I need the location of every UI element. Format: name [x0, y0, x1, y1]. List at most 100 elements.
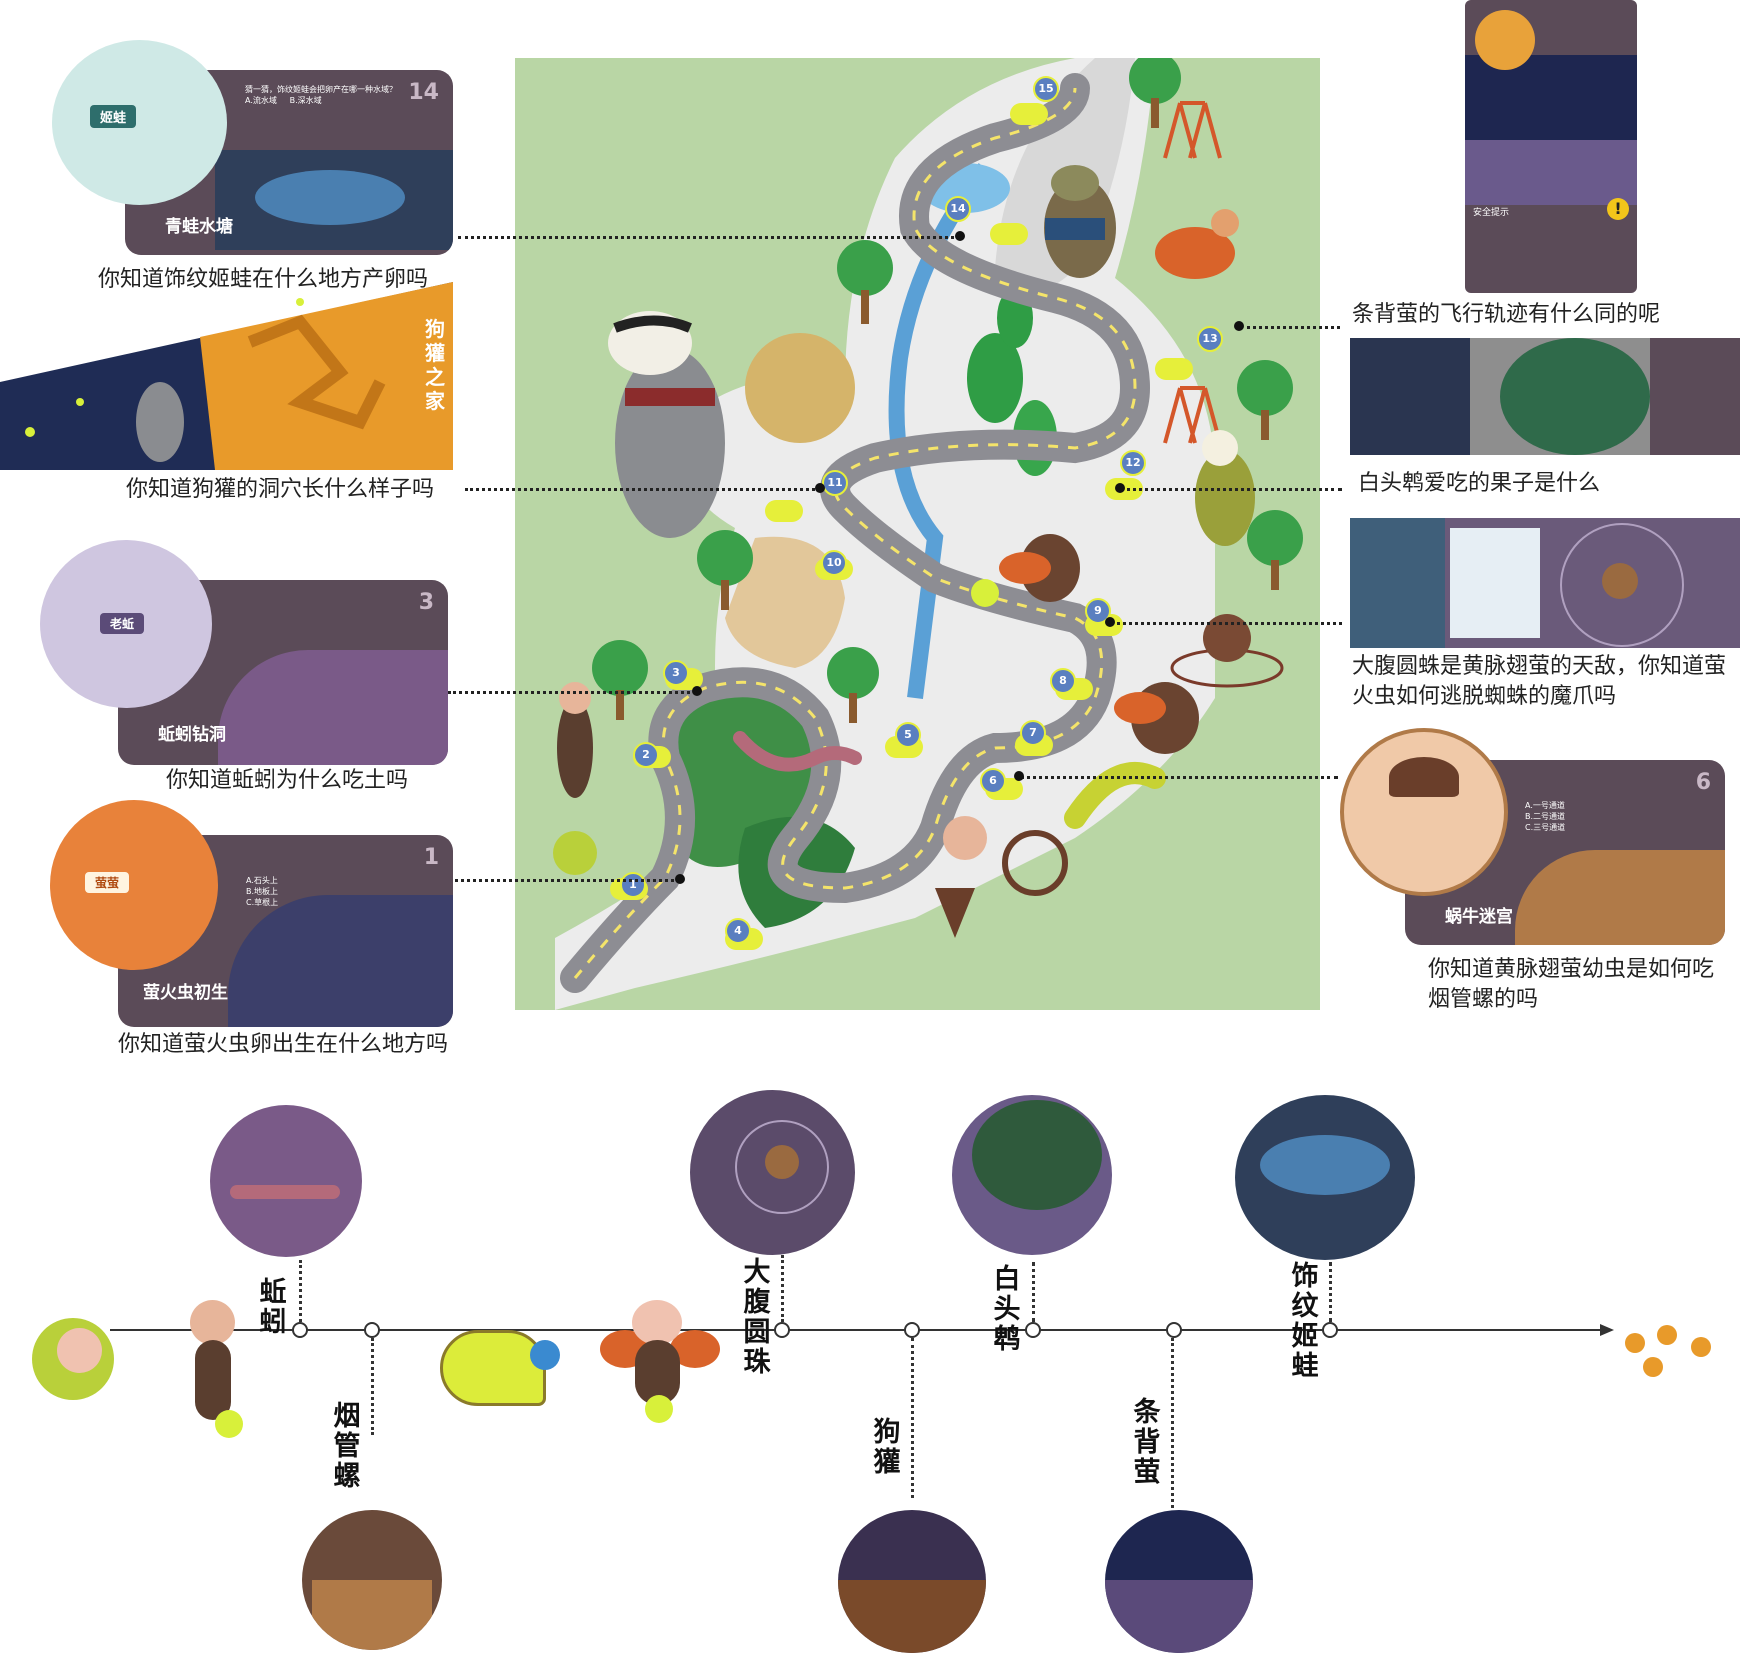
stop-13[interactable]: 13: [1197, 326, 1223, 352]
pond-icon: [255, 170, 405, 225]
spider-thumb[interactable]: [690, 1090, 855, 1255]
connector-spider: [1110, 622, 1342, 625]
frog-card[interactable]: 猜一猜，饰纹姬蛙会把卵产在哪一种水域？ A.流水域 B.深水域 14 青蛙水塘: [125, 70, 453, 255]
branch-badger: [911, 1338, 914, 1498]
connector-earthworm: [448, 691, 696, 694]
timeline-label-spider: 大腹圆珠: [743, 1257, 771, 1378]
larva-head: [190, 1300, 235, 1345]
caption-frog: 你知道饰纹姬蛙在什么地方产卵吗: [98, 267, 429, 292]
snail-card[interactable]: A.一号通道 B.二号通道 C.三号通道 6 蜗牛迷宫: [1405, 760, 1725, 945]
earthworm-name-tag: 老蚯: [100, 613, 145, 634]
stop-pad: [1010, 103, 1048, 125]
bird-thumb[interactable]: [952, 1095, 1112, 1255]
branch-frog: [1329, 1262, 1332, 1322]
spider-card[interactable]: [1350, 518, 1740, 648]
stop-6[interactable]: 6: [980, 768, 1006, 794]
eggs-icon: [1625, 1325, 1720, 1380]
tree-icon: [1129, 58, 1181, 128]
timeline-node[interactable]: [1322, 1322, 1338, 1338]
firefly-figure: [971, 209, 1239, 754]
firefly-info-bubble: 萤萤: [50, 800, 218, 970]
timeline-label-earthworm: 蚯蚓: [259, 1277, 287, 1338]
timeline-node[interactable]: [292, 1322, 308, 1338]
branch-spider: [781, 1255, 784, 1322]
spider-icon: [1602, 563, 1638, 599]
stop-11[interactable]: 11: [822, 470, 848, 496]
badger-thumb[interactable]: [838, 1510, 986, 1653]
frog-question: 猜一猜，饰纹姬蛙会把卵产在哪一种水域？ A.流水域 B.深水域: [245, 84, 425, 106]
spider-side-panel: [1350, 518, 1445, 648]
connector-flight: [1240, 326, 1340, 329]
burrow-icon: [838, 1580, 986, 1653]
connector-dot: [1234, 321, 1244, 331]
safety-poster[interactable]: 安全提示 !: [1465, 0, 1637, 293]
connector-dot: [1014, 771, 1024, 781]
connector-frog: [458, 236, 960, 239]
stop-12[interactable]: 12: [1120, 450, 1146, 476]
timeline-node[interactable]: [1166, 1322, 1182, 1338]
stop-4[interactable]: 4: [725, 918, 751, 944]
connector-dot: [1105, 617, 1115, 627]
connector-dot: [692, 686, 702, 696]
egg-larva-icon: [32, 1318, 114, 1400]
park-map-drawing: [553, 58, 1303, 1010]
stop-15[interactable]: 15: [1033, 76, 1059, 102]
flight-thumb[interactable]: [1105, 1510, 1253, 1653]
firefly-options: A.石头上 B.地板上 C.草根上: [246, 875, 346, 908]
earthworm-card-number: 3: [418, 590, 434, 615]
snail-figure: [935, 816, 1068, 938]
stop-2[interactable]: 2: [633, 742, 659, 768]
timeline-node[interactable]: [774, 1322, 790, 1338]
stop-10[interactable]: 10: [821, 550, 847, 576]
firefly-card-title: 萤火虫初生: [143, 983, 228, 1003]
stop-14[interactable]: 14: [945, 196, 971, 222]
night-ground: [1465, 140, 1637, 205]
bird-figure: [1195, 430, 1255, 546]
stop-3[interactable]: 3: [663, 660, 689, 686]
timeline-node[interactable]: [904, 1322, 920, 1338]
spider-info-board: [1450, 528, 1540, 638]
bird-info-panel: [1650, 338, 1740, 455]
connector-dot: [815, 483, 825, 493]
connector-bird: [1120, 488, 1342, 491]
egg-icon: [1625, 1333, 1645, 1353]
caption-snail: 你知道黄脉翅萤幼虫是如何吃烟管螺的吗: [1428, 957, 1715, 1012]
egg-icon: [1643, 1357, 1663, 1377]
web-icon: [735, 1120, 829, 1214]
badger-card[interactable]: 狗獾之家: [0, 282, 453, 470]
caption-badger: 你知道狗獾的洞穴长什么样子吗: [126, 477, 435, 502]
snail-card-number: 6: [1695, 770, 1711, 795]
larva-icon: [185, 1300, 245, 1440]
stop-pad: [990, 223, 1028, 245]
badger-card-title: 狗獾之家: [425, 317, 445, 413]
earthworm-scene: [218, 650, 448, 765]
timeline-axis: [110, 1324, 1614, 1336]
egg-icon: [1691, 1337, 1711, 1357]
snail-thumb[interactable]: [302, 1510, 442, 1650]
earthworm-thumb[interactable]: [210, 1105, 362, 1257]
stop-7[interactable]: 7: [1020, 720, 1046, 746]
connector-firefly: [455, 879, 680, 882]
stop-5[interactable]: 5: [895, 722, 921, 748]
caption-bird: 白头鹎爱吃的果子是什么: [1358, 471, 1601, 496]
connector-dot: [1115, 483, 1125, 493]
timeline-node[interactable]: [1025, 1322, 1041, 1338]
earthworm-card-title: 蚯蚓钻洞: [158, 725, 226, 745]
caption-firefly: 你知道萤火虫卵出生在什么地方吗: [118, 1032, 449, 1057]
branch-earthworm: [299, 1260, 302, 1322]
firefly-option-b: B.地板上: [246, 887, 279, 896]
stop-8[interactable]: 8: [1050, 668, 1076, 694]
frog-figure: [1044, 165, 1116, 278]
frog-thumb[interactable]: [1235, 1095, 1415, 1260]
timeline-node[interactable]: [364, 1322, 380, 1338]
branch-bird: [1032, 1262, 1035, 1322]
branch-flight: [1171, 1338, 1174, 1508]
connector-badger: [465, 488, 820, 491]
table-icon: [312, 1580, 432, 1650]
larva-body: [195, 1340, 231, 1420]
bird-card[interactable]: [1350, 338, 1740, 455]
badger-card-art: [0, 282, 453, 470]
pond-icon: [1260, 1135, 1390, 1195]
stop-1[interactable]: 1: [620, 872, 646, 898]
worm-icon: [230, 1185, 340, 1199]
